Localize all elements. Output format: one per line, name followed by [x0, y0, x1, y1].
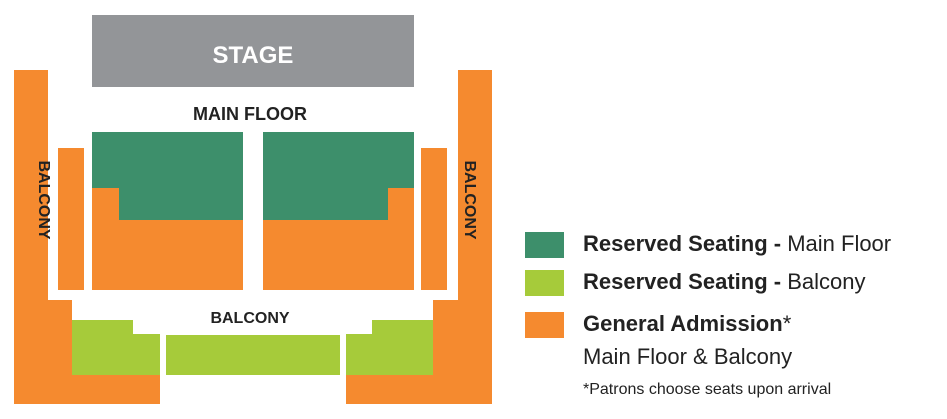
balcony-left-label: BALCONY: [35, 160, 52, 239]
legend-item-reserved-main: Reserved Seating - Main Floor: [525, 226, 945, 264]
balcony-bottom-label: BALCONY: [210, 310, 289, 327]
swatch-general: [525, 312, 564, 338]
balcony-right-label: BALCONY: [461, 160, 478, 239]
stage: [92, 15, 414, 87]
legend-label-general: General Admission*: [583, 311, 792, 336]
legend-label-general-line2: Main Floor & Balcony: [583, 344, 793, 369]
swatch-reserved-main: [525, 232, 564, 258]
stage-label: STAGE: [213, 42, 294, 69]
legend-label-reserved-main: Reserved Seating - Main Floor: [583, 231, 892, 256]
seating-map: STAGE MAIN FLOOR BALCONY BALCONY BALCONY: [14, 15, 492, 404]
main-floor-label: MAIN FLOOR: [193, 104, 307, 124]
balcony-left-reserved[interactable]: [72, 320, 160, 375]
balcony-center-reserved[interactable]: [166, 335, 340, 375]
swatch-reserved-balcony: [525, 270, 564, 296]
legend-note: *Patrons choose seats upon arrival: [583, 381, 832, 398]
legend-item-reserved-balcony: Reserved Seating - Balcony: [525, 264, 945, 302]
main-floor-left-reserved[interactable]: [92, 132, 243, 220]
side-box-right[interactable]: [421, 148, 447, 290]
balcony-right-outer[interactable]: [346, 70, 492, 404]
balcony-left-outer[interactable]: [14, 70, 160, 404]
legend: Reserved Seating - Main Floor Reserved S…: [525, 226, 945, 412]
balcony-right-reserved[interactable]: [346, 320, 433, 375]
main-floor-right-reserved[interactable]: [263, 132, 414, 220]
legend-item-general: General Admission* Main Floor & Balcony …: [525, 302, 945, 412]
legend-label-reserved-balcony: Reserved Seating - Balcony: [583, 269, 866, 294]
side-box-left[interactable]: [58, 148, 84, 290]
